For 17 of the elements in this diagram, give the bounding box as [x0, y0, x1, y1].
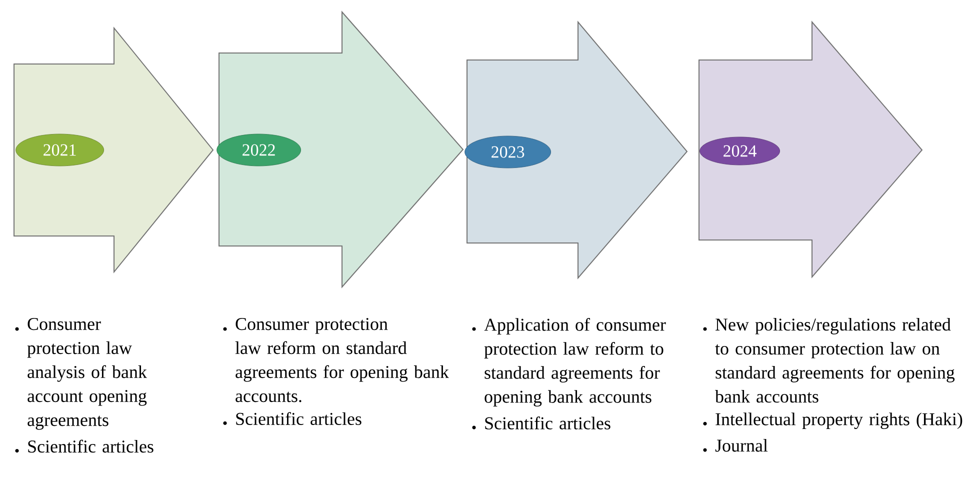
list-item: Scientific articles [472, 416, 610, 430]
list-item: Scientific articles [223, 412, 362, 425]
list-item: Consumer protection law reform on standard agreements for opening bank accounts. [223, 318, 449, 402]
arrow-shape [698, 20, 923, 278]
arrow-shape [218, 10, 464, 288]
year-oval: 2023 [464, 136, 551, 168]
arrow-shape [466, 20, 688, 280]
year-oval: 2024 [700, 136, 780, 166]
list-item: Scientific articles [15, 440, 154, 453]
year-oval: 2022 [216, 134, 301, 166]
arrow-shape [14, 26, 214, 274]
list-item: New policies/regulations related to consumer protection law on standard agreements for opening bank accounts [703, 318, 955, 403]
list-item: Journal [703, 439, 768, 452]
year-oval: 2021 [16, 134, 104, 166]
list-item: Intellectual property rights (Haki) [703, 412, 962, 430]
list-item: Application of consumer protection law reform to standard agreements for opening bank accounts [472, 318, 666, 407]
list-item: Consumer protection law analysis of bank account opening agreements [15, 318, 147, 430]
